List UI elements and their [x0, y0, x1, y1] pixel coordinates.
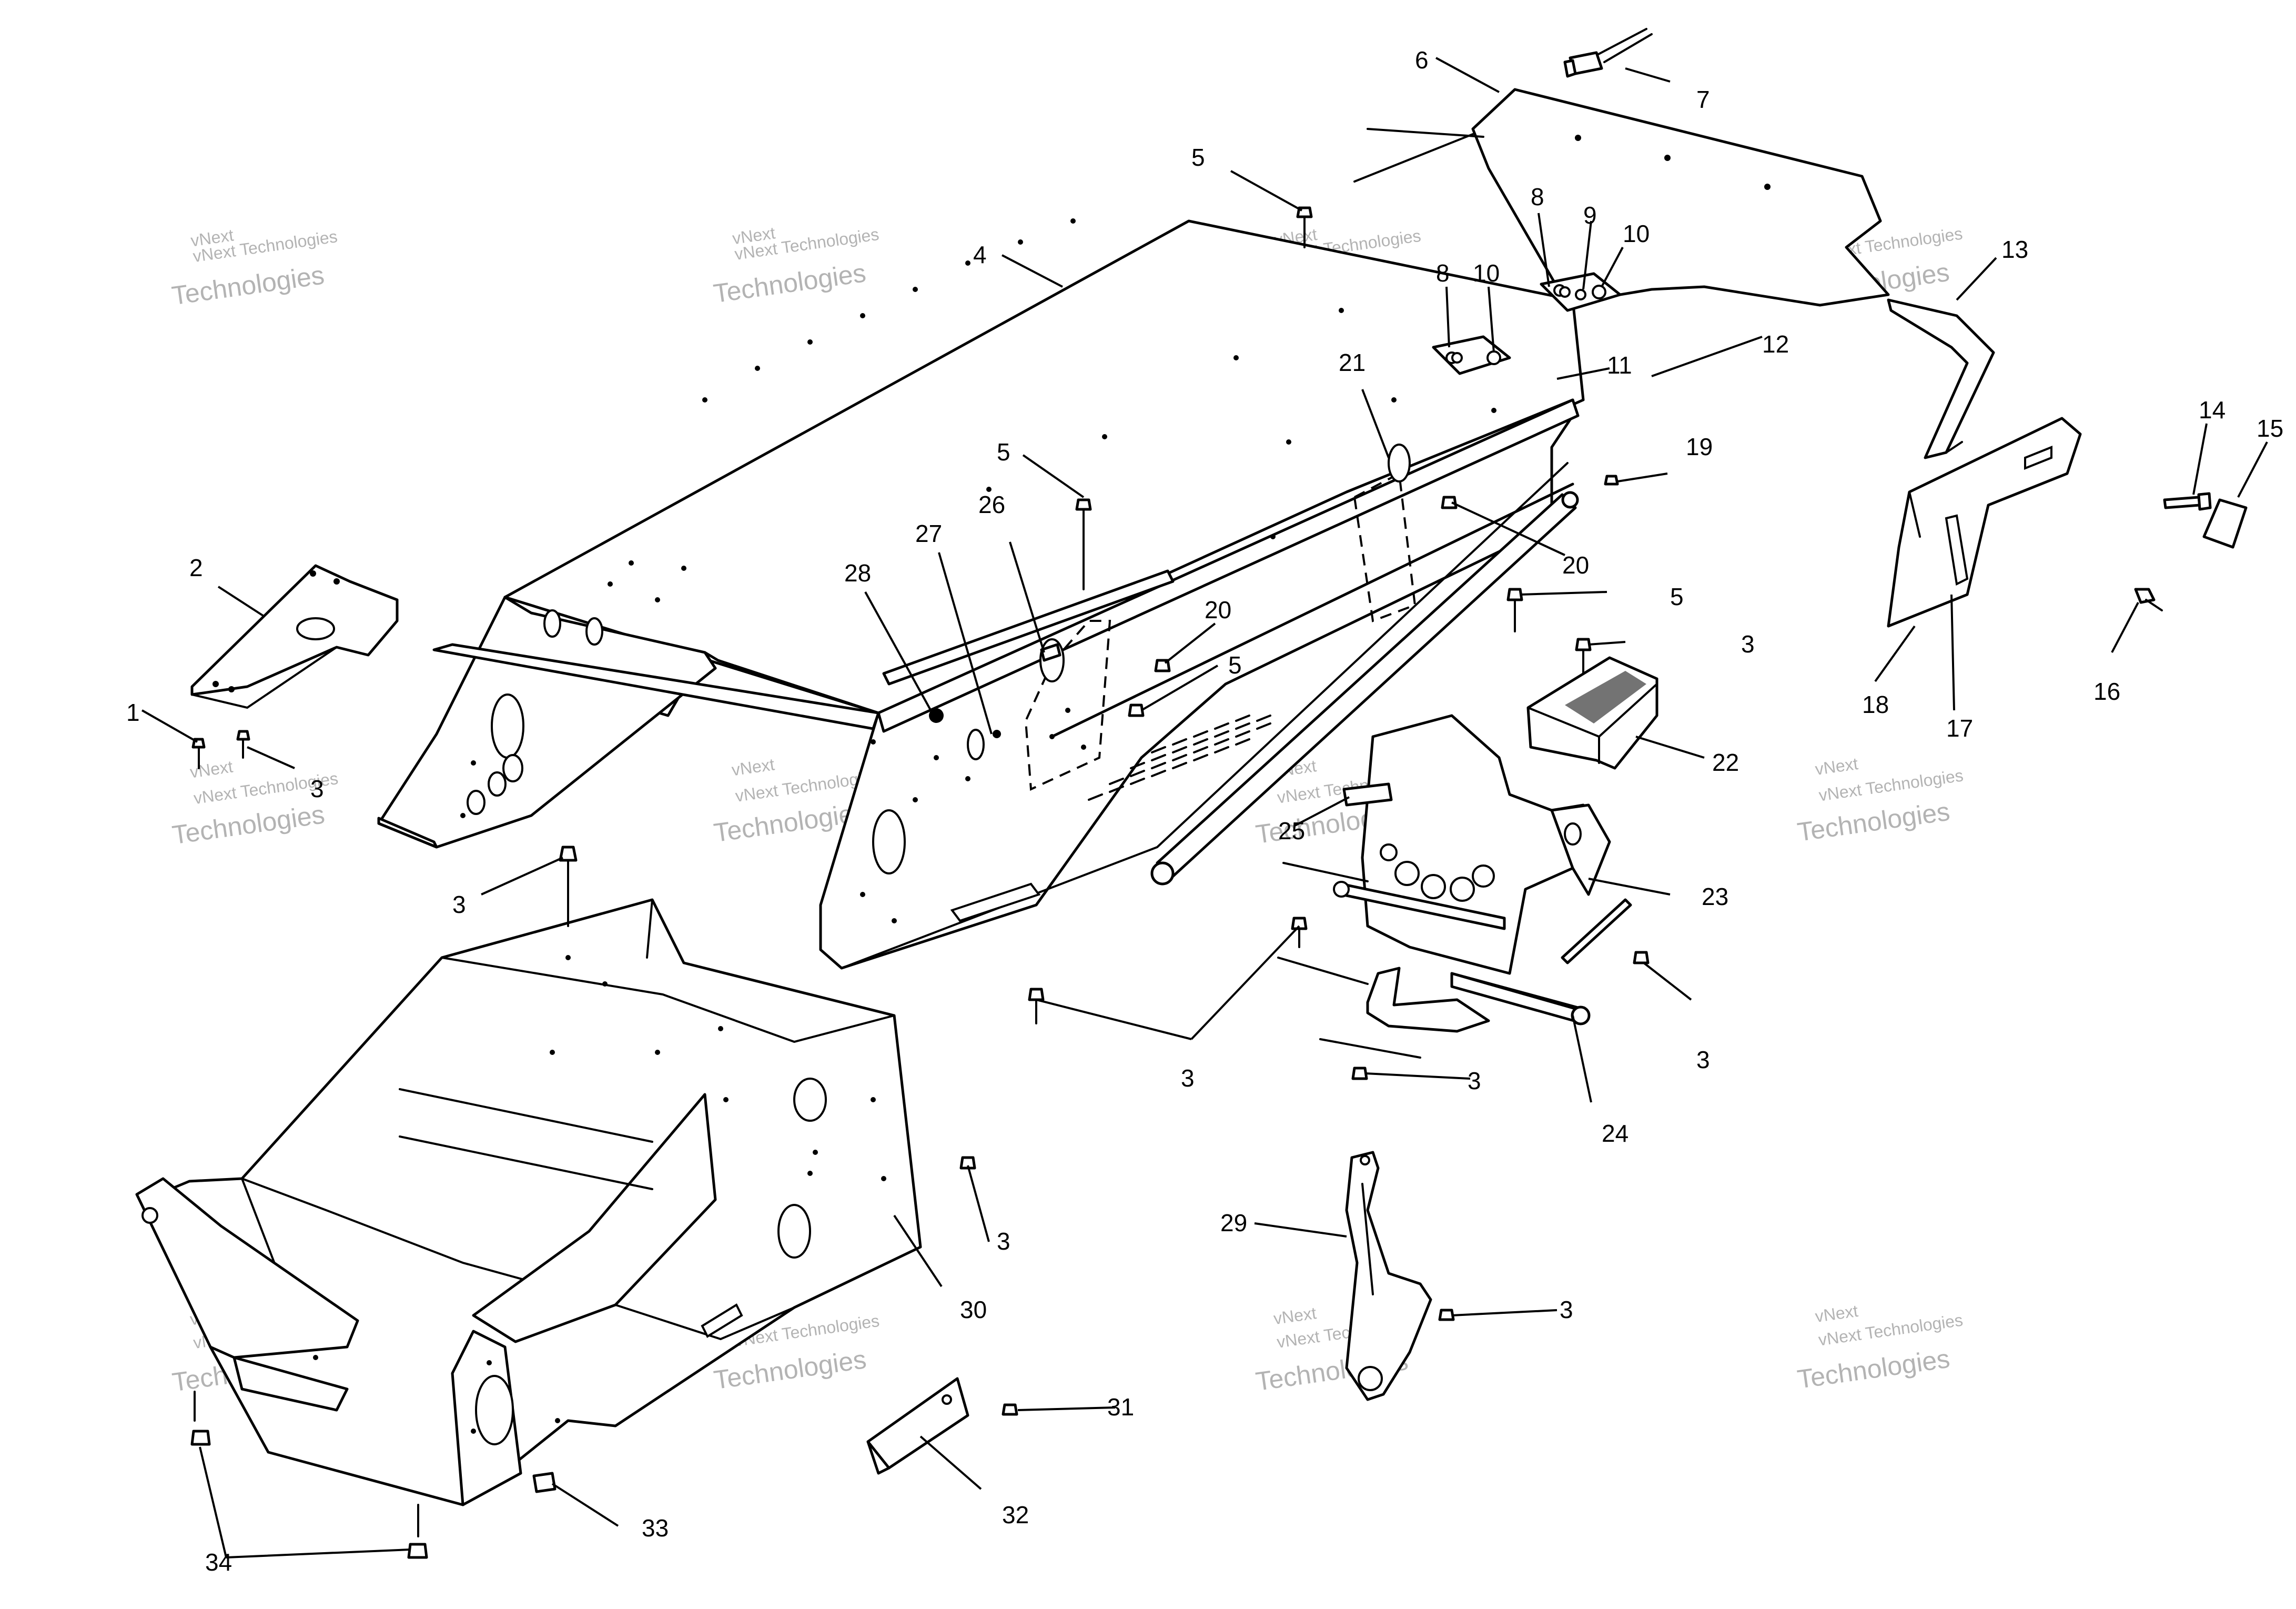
tube-part-25: [1342, 782, 1393, 807]
callout-32: 32: [1002, 1501, 1029, 1528]
svg-text:vNext: vNext: [1814, 1301, 1859, 1326]
hanger-bracket-part-29: [1345, 1151, 1432, 1401]
callout-31: 31: [1107, 1393, 1134, 1421]
vent-slots: [1088, 715, 1271, 801]
svg-text:Technologies: Technologies: [170, 260, 326, 310]
fasteners: [190, 206, 2248, 1559]
callout-23: 23: [1702, 883, 1728, 910]
footrest-bracket-part-22: [1526, 656, 1658, 770]
lower-bracket-and-axle-part-24: [1277, 862, 1632, 1059]
callout-1: 1: [126, 699, 140, 726]
rivets-top: [460, 218, 1496, 923]
callout-22: 22: [1712, 749, 1739, 776]
bracket-part-13: [1887, 298, 1995, 459]
svg-text:Technologies: Technologies: [1795, 1344, 1951, 1394]
callout-10a: 10: [1623, 220, 1650, 247]
callout-16: 16: [2093, 678, 2120, 705]
tunnel-part-4: [377, 218, 1585, 970]
callout-8a: 8: [1531, 183, 1544, 210]
callout-14: 14: [2199, 396, 2226, 424]
callout-26: 26: [978, 491, 1005, 518]
callout-27: 27: [915, 520, 942, 547]
svg-text:vNext: vNext: [731, 755, 776, 779]
watermark-8: vNext vNext Technologies Technologies: [1795, 754, 1964, 847]
callout-33: 33: [642, 1514, 669, 1542]
callout-12: 12: [1762, 330, 1789, 358]
callout-10b: 10: [1473, 259, 1500, 287]
watermark-2: vNext vNext Technologies Technologies: [712, 223, 881, 308]
svg-text:Technologies: Technologies: [712, 1344, 868, 1395]
bracket-part-2: [190, 564, 399, 709]
bracket-part-23: [1333, 714, 1611, 975]
callout-18: 18: [1862, 691, 1889, 718]
svg-text:vNext: vNext: [189, 757, 234, 782]
callout-3c: 3: [997, 1228, 1010, 1255]
callout-9: 9: [1583, 202, 1597, 229]
callout-21: 21: [1339, 349, 1366, 376]
callout-20b: 20: [1562, 551, 1589, 579]
callout-2: 2: [189, 554, 203, 581]
callout-15: 15: [2257, 415, 2283, 442]
callout-3d: 3: [1181, 1064, 1195, 1092]
callout-5c: 5: [1228, 651, 1242, 679]
callout-5b: 5: [997, 438, 1010, 466]
callout-3g: 3: [1741, 630, 1755, 658]
callout-3f: 3: [1696, 1046, 1710, 1073]
callout-7: 7: [1696, 86, 1710, 113]
callout-30: 30: [960, 1296, 987, 1323]
callout-28: 28: [844, 559, 871, 587]
angle-bracket-part-32: [866, 1377, 969, 1475]
svg-text:Technologies: Technologies: [170, 799, 327, 850]
callout-29: 29: [1220, 1209, 1247, 1236]
callout-8b: 8: [1436, 259, 1450, 287]
callout-19: 19: [1686, 433, 1713, 460]
svg-text:Technologies: Technologies: [712, 258, 868, 308]
leader-lines: [141, 57, 2268, 1558]
callout-3b: 3: [452, 891, 466, 918]
callout-5a: 5: [1191, 144, 1205, 171]
tail-piece-part-18: [1887, 417, 2082, 628]
callout-4: 4: [973, 241, 987, 268]
callout-25: 25: [1278, 817, 1305, 844]
callout-5d: 5: [1670, 583, 1684, 610]
svg-text:vNext: vNext: [1272, 1303, 1318, 1328]
callout-24: 24: [1602, 1120, 1629, 1147]
watermark-12: vNext vNext Technologies Technologies: [1795, 1301, 1964, 1394]
svg-text:vNext: vNext: [1814, 754, 1859, 779]
bulkhead-part-30: [135, 898, 922, 1506]
callout-3h: 3: [1560, 1296, 1573, 1323]
rear-panel-part-6: [1353, 88, 1890, 307]
callout-11: 11: [1607, 351, 1632, 379]
callout-20a: 20: [1205, 596, 1231, 624]
callout-13: 13: [2001, 236, 2028, 263]
callout-numbers: 1 2 3 3 3 3 3 3 3 3 3 4 5 5 5 5 5 6 7 8 …: [126, 46, 2283, 1576]
callout-3a: 3: [310, 775, 324, 802]
callout-6: 6: [1415, 46, 1429, 74]
callout-34: 34: [205, 1548, 232, 1576]
watermark-1: vNext vNext Technologies Technologies: [170, 225, 339, 310]
svg-text:Technologies: Technologies: [1795, 797, 1951, 847]
callout-17: 17: [1946, 715, 1973, 742]
cable-part-7: [1563, 28, 1653, 78]
callout-3e: 3: [1468, 1067, 1481, 1094]
